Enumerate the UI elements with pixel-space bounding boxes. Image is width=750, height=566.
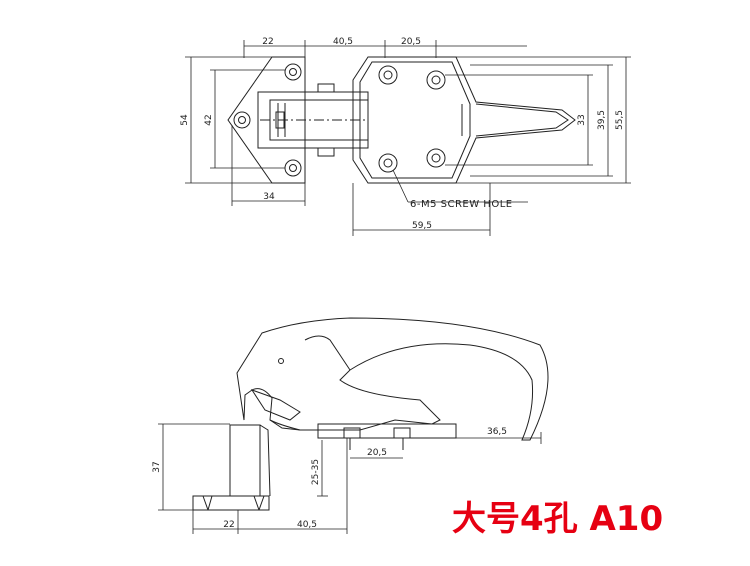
hinge-base-plate xyxy=(192,495,270,511)
handle-profile xyxy=(236,317,549,441)
body-hole-3 xyxy=(378,153,398,173)
hinge-plate xyxy=(227,56,306,184)
side-dim-37: 37 xyxy=(152,461,162,472)
side-dim-40-5: 40,5 xyxy=(297,520,317,530)
top-dim-33: 33 xyxy=(577,114,587,125)
side-dimension-lines xyxy=(158,423,542,534)
hinge-hole-top xyxy=(284,63,302,81)
side-dim-20-5: 20,5 xyxy=(367,448,387,458)
side-dim-25-35: 25-35 xyxy=(311,459,321,485)
side-dim-22: 22 xyxy=(223,520,234,530)
body-hole-4 xyxy=(426,148,446,168)
product-caption: 大号4孔 A10 xyxy=(452,499,664,539)
hinge-hole-bottom xyxy=(284,159,302,177)
pivot-hole xyxy=(278,358,284,364)
hinge-block xyxy=(229,424,261,497)
side-view xyxy=(158,317,549,534)
body-hole-1 xyxy=(378,65,398,85)
top-dim-42: 42 xyxy=(204,114,214,125)
top-dim-39-5: 39,5 xyxy=(597,110,607,130)
side-dim-36-5: 36,5 xyxy=(487,427,507,437)
top-dim-54: 54 xyxy=(180,114,190,126)
top-dim-22: 22 xyxy=(262,37,273,47)
top-view xyxy=(185,40,631,236)
hinge-pivot-hole xyxy=(233,111,251,129)
top-dim-59-5: 59,5 xyxy=(412,221,432,231)
body-hole-2 xyxy=(426,70,446,90)
top-dim-34: 34 xyxy=(263,192,275,202)
latch-base-plate xyxy=(317,423,457,439)
screw-hole-note: 6-M5 SCREW HOLE xyxy=(410,199,513,210)
top-dim-40-5: 40,5 xyxy=(333,37,353,47)
top-dim-55-5: 55,5 xyxy=(615,110,625,130)
latch-arm xyxy=(257,83,369,157)
top-dimension-lines xyxy=(185,40,631,236)
latch-body xyxy=(352,56,576,184)
top-dim-20-5: 20,5 xyxy=(401,37,421,47)
